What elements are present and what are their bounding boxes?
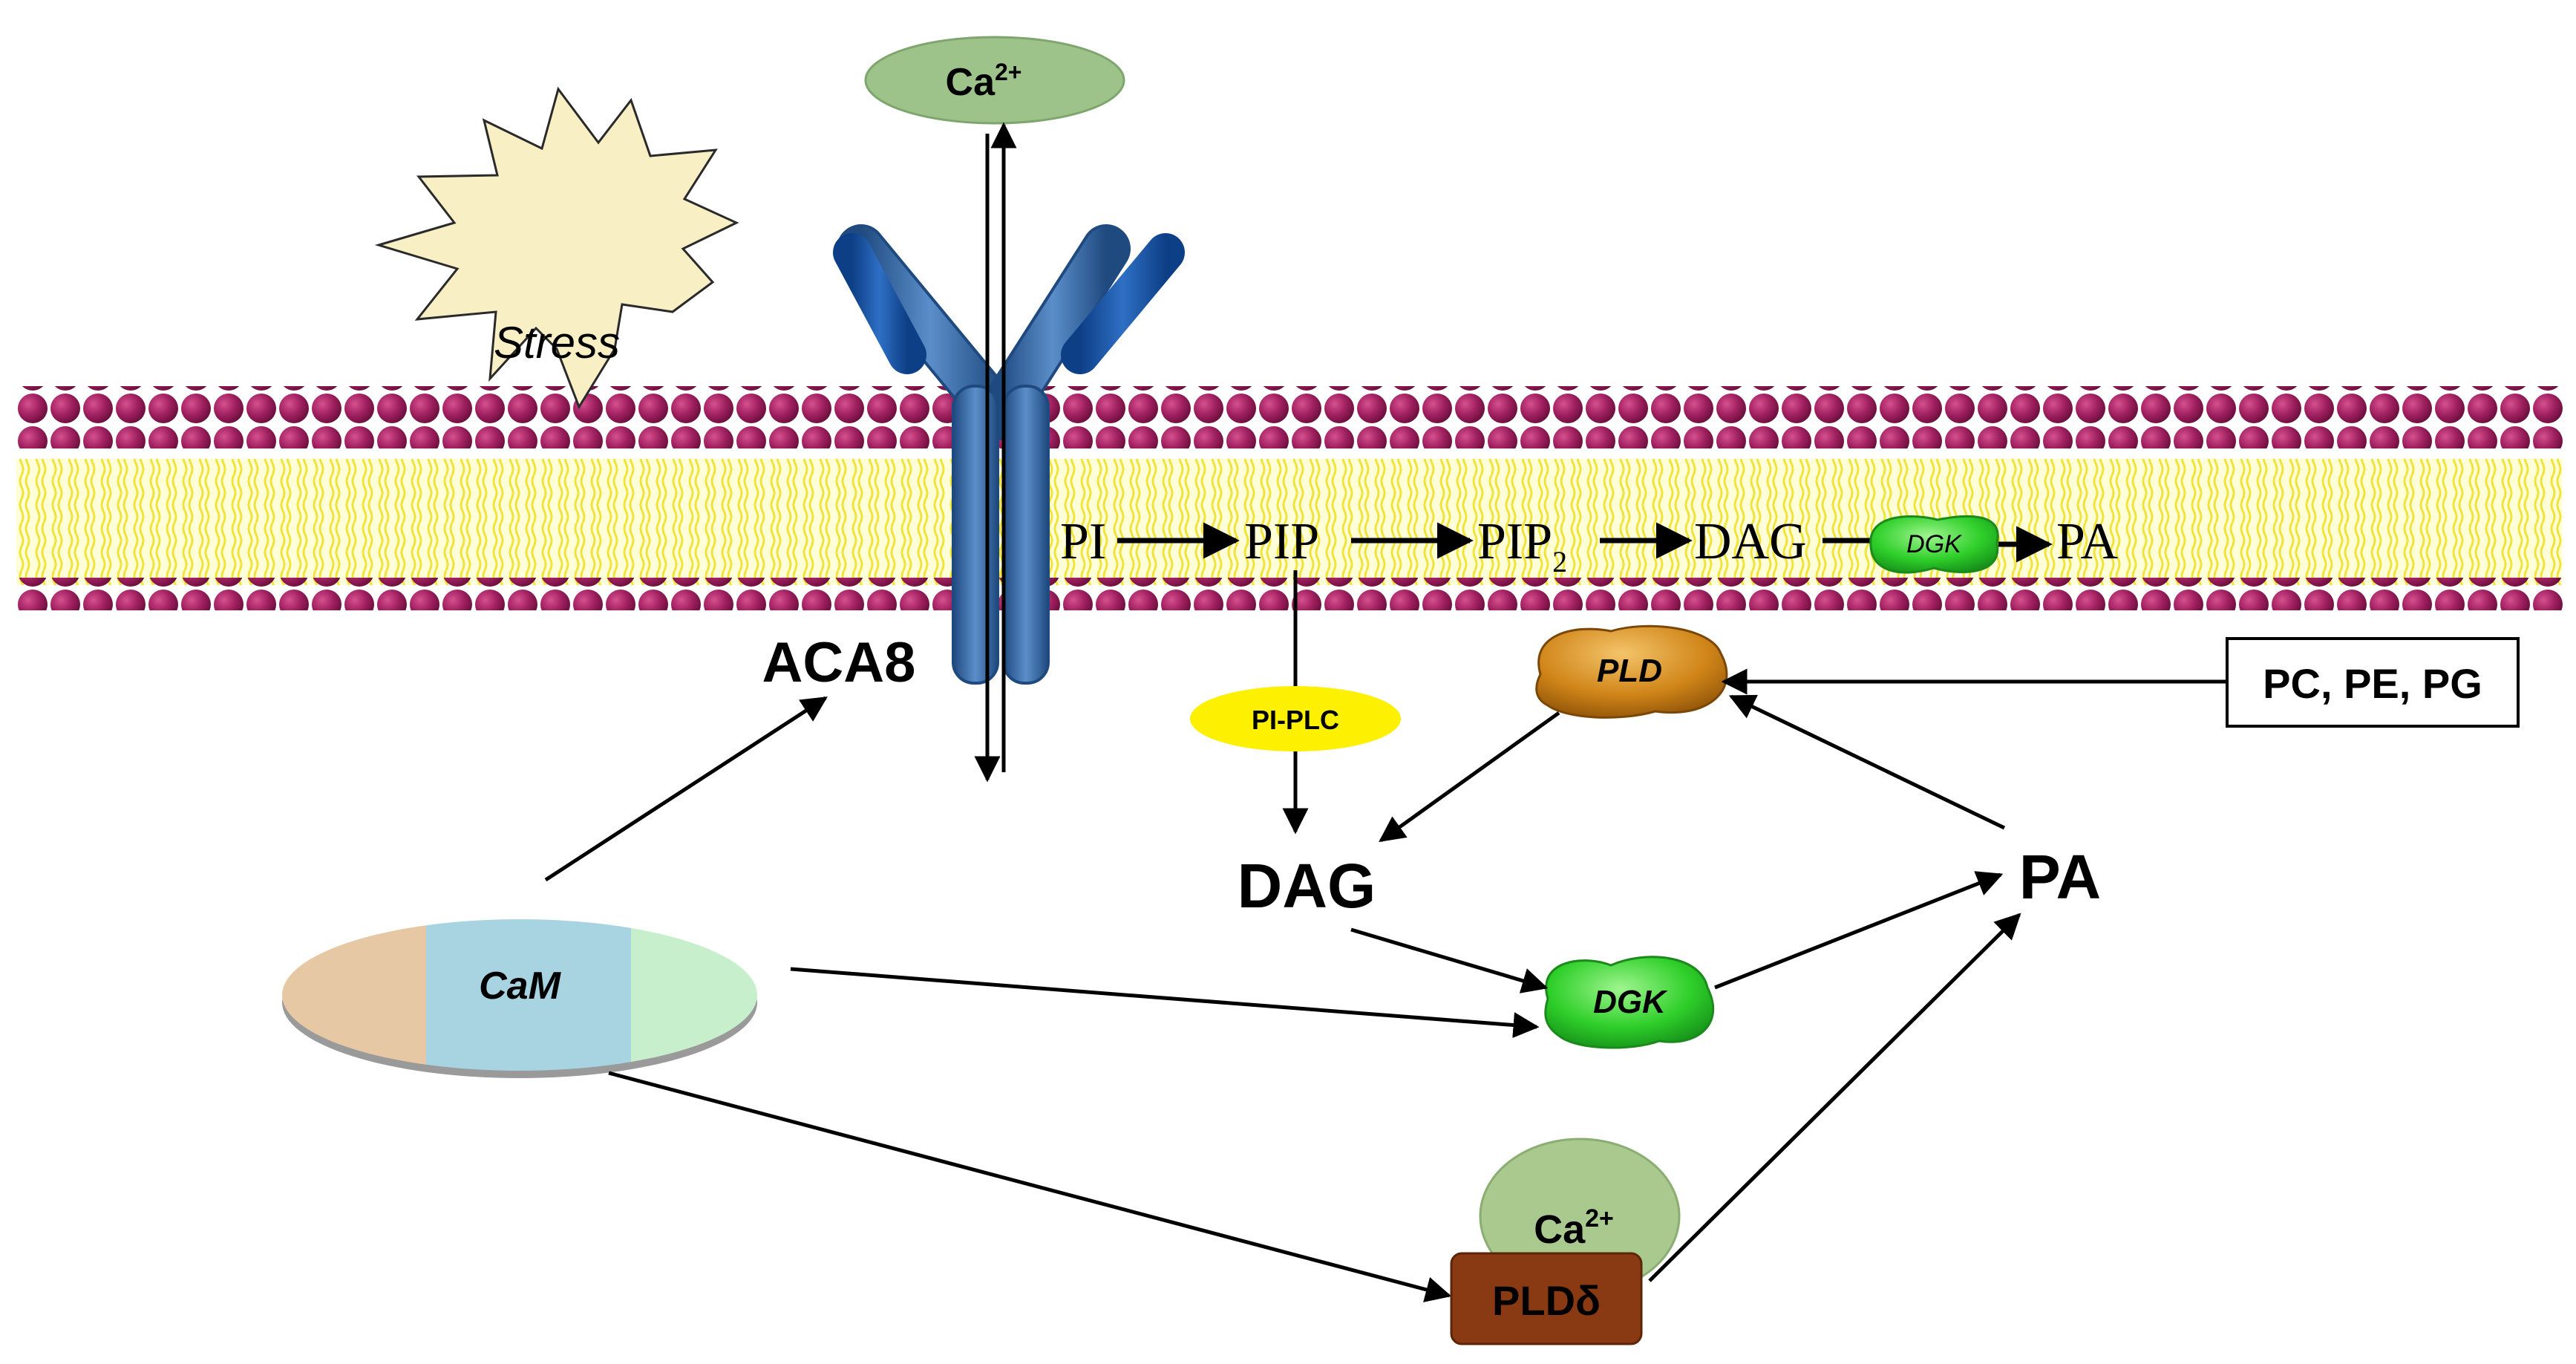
dgk-center-enzyme: DGK: [1544, 956, 1715, 1049]
pld-delta-enzyme: PLDδ: [1450, 1252, 1643, 1345]
pi-plc-label: PI-PLC: [1252, 705, 1339, 735]
calcium-ion-top: Ca2+: [864, 36, 1125, 125]
pi-plc-enzyme: PI-PLC: [1190, 686, 1401, 751]
pld-label: PLD: [1597, 653, 1662, 689]
pip-label: PIP: [1244, 513, 1319, 570]
pld-enzyme: PLD: [1535, 624, 1728, 719]
membrane-dgk-label: DGK: [1906, 530, 1962, 558]
membrane-dgk-enzyme: DGK: [1869, 515, 1999, 574]
pld-delta-label: PLDδ: [1492, 1277, 1601, 1324]
svg-text:Ca2+: Ca2+: [946, 59, 1022, 104]
lipid-bilayer: [16, 386, 2563, 610]
cam-to-dgk-arrow: [790, 967, 1540, 1039]
pld-delta-to-pa-arrow: [1648, 913, 2021, 1282]
pa-right-label: PA: [2019, 842, 2101, 912]
dgk-center-label: DGK: [1593, 984, 1668, 1020]
ca-top-label: Ca: [946, 61, 996, 104]
cam-label: CaM: [479, 965, 561, 1008]
ca-top-sup: 2+: [995, 59, 1021, 85]
membrane-pathway: PI PIP PIP2 DAG DGK PA: [1060, 513, 2119, 578]
pld-to-dag-arrow: [1379, 711, 1560, 843]
ca-bottom-sup: 2+: [1585, 1204, 1614, 1233]
cam-to-aca8-arrow: [544, 696, 828, 882]
pi-label: PI: [1060, 513, 1106, 570]
svg-text:Ca2+: Ca2+: [1534, 1204, 1614, 1252]
phospholipids-label: PC, PE, PG: [2263, 660, 2482, 707]
svg-text:PIP2: PIP2: [1477, 513, 1567, 578]
cam-to-pld-delta-arrow: [608, 1071, 1452, 1302]
dgk-to-pa-arrow: [1714, 871, 2004, 990]
phospholipids-box: PC, PE, PG: [2226, 637, 2520, 728]
pip2-label: PIP: [1477, 513, 1552, 570]
stress-label: Stress: [494, 318, 620, 368]
dag-center-label: DAG: [1238, 851, 1376, 921]
membrane-dag-label: DAG: [1694, 513, 1807, 570]
stress-starburst: Stress: [374, 86, 739, 410]
aca8-label: ACA8: [762, 631, 916, 694]
calmodulin: CaM: [282, 919, 757, 1078]
pip2-subscript: 2: [1552, 545, 1567, 578]
aca8-receptor: [833, 224, 1185, 685]
pa-to-pld-arrow: [1728, 694, 2006, 830]
membrane-pa-label: PA: [2056, 513, 2119, 570]
ca-bottom-label: Ca: [1534, 1207, 1586, 1252]
calcium-channel-arrows: [974, 122, 1017, 783]
dag-to-dgk-arrow: [1350, 927, 1549, 993]
